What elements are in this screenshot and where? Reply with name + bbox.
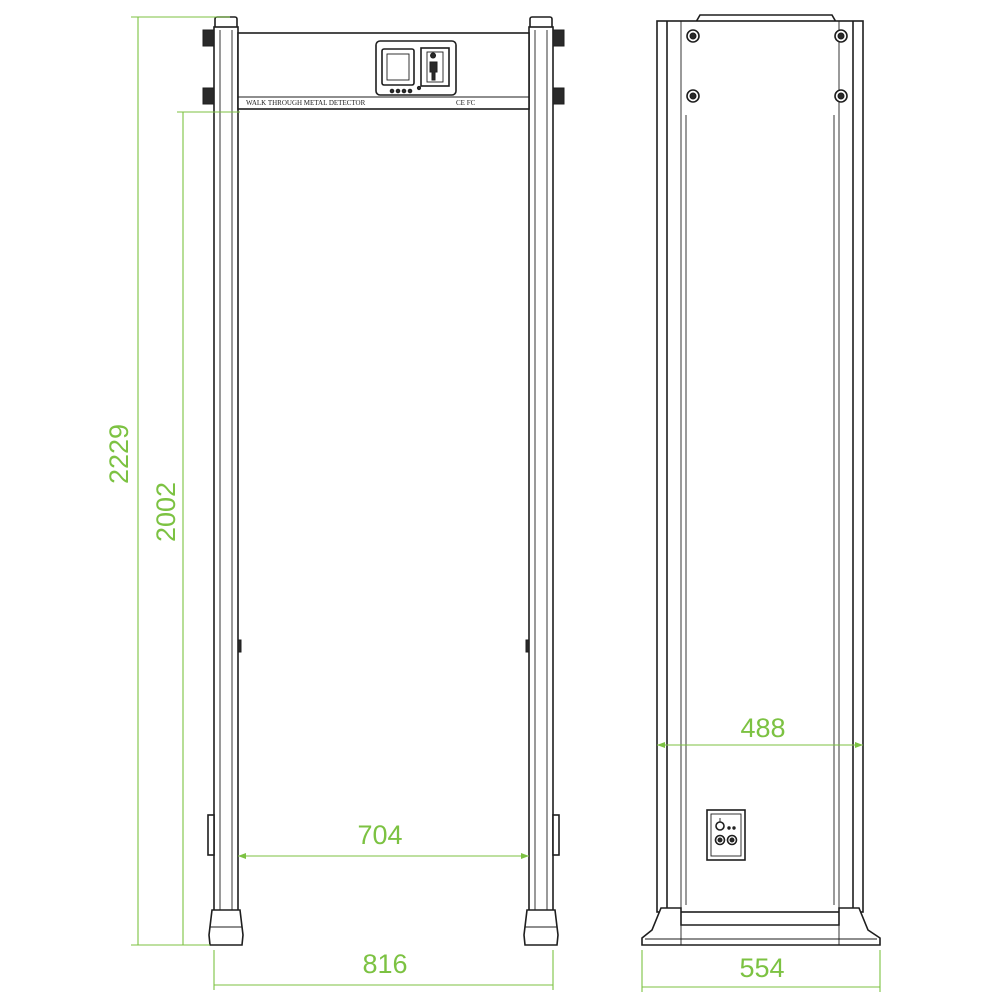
front-view: WALK THROUGH METAL DETECTOR CE FC: [202, 16, 565, 946]
certification-marks: CE FC: [456, 99, 476, 107]
dim-side-inner-depth: 488: [740, 713, 785, 743]
dim-total-height: 2229: [104, 424, 134, 484]
side-body: [656, 20, 864, 913]
control-panel: [375, 40, 457, 96]
dim-passage-width: 704: [357, 820, 402, 850]
left-lower-knob: [202, 87, 215, 105]
connector-panel: [706, 809, 746, 861]
dim-outer-width: 816: [362, 949, 407, 979]
left-foot: [208, 909, 244, 946]
left-side-bracket: [207, 814, 215, 856]
dim-passage-height: 2002: [151, 482, 181, 542]
crossbar: WALK THROUGH METAL DETECTOR CE FC: [237, 32, 530, 110]
right-foot: [523, 909, 559, 946]
side-bolts: [686, 29, 848, 103]
left-upper-knob: [202, 29, 215, 47]
side-view: [641, 14, 881, 946]
right-pillar: [523, 26, 565, 946]
left-pillar: [202, 26, 244, 946]
display-screen: [381, 48, 415, 86]
dim-side-outer-depth: 554: [739, 953, 784, 983]
right-lower-knob: [552, 87, 565, 105]
right-side-bracket: [552, 814, 560, 856]
power-connector-icon: [715, 821, 725, 831]
person-icon: [429, 52, 438, 81]
crossbar-label: WALK THROUGH METAL DETECTOR: [246, 99, 366, 107]
right-upper-knob: [552, 29, 565, 47]
dimension-lines: 2229 2002 704 816 488 554: [104, 16, 881, 992]
